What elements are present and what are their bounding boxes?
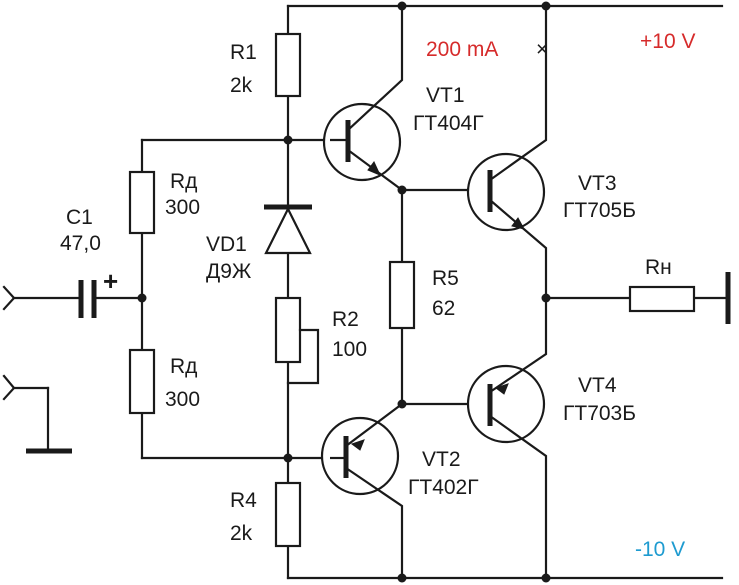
vd1-type: Д9Ж [206,260,252,283]
capacitor-c1 [78,280,144,318]
vt3-type: ГТ705Б [563,199,636,222]
vt4-type: ГТ703Б [563,402,636,425]
r2-value: 100 [332,338,367,361]
vd1-name: VD1 [206,233,247,256]
junction-dots [137,1,551,583]
vt2-name: VT2 [422,448,461,471]
transistor-vt1 [322,6,404,191]
resistor-rd-bottom [128,348,156,415]
positive-supply-label: +10 V [640,30,695,53]
r2-name: R2 [332,308,359,331]
r5-name: R5 [432,267,459,290]
vt3-name: VT3 [578,172,617,195]
current-annotation: 200 mA [426,38,498,61]
resistor-r1 [274,32,302,98]
r1-name: R1 [230,41,257,64]
rd-bottom-name: Rд [170,355,197,378]
resistor-r4 [274,481,302,548]
c1-plus-sign: + [103,266,118,296]
vt1-name: VT1 [426,84,465,107]
c1-name: C1 [66,206,93,229]
transistor-vt3 [466,6,548,298]
c1-value: 47,0 [60,232,101,255]
transistor-vt4 [466,298,548,578]
rd-top-name: Rд [170,170,197,193]
negative-supply-label: -10 V [635,538,685,561]
r5-value: 62 [432,297,455,320]
vt4-name: VT4 [578,374,617,397]
r1-value: 2k [230,74,253,97]
diode-vd1 [264,204,312,255]
resistor-r5 [388,260,416,330]
transistor-vt2 [320,403,404,578]
rd-bottom-value: 300 [165,388,200,411]
resistor-rn-load [628,285,696,313]
rn-name: Rн [645,256,672,279]
r4-name: R4 [230,489,257,512]
current-break-mark: × [536,38,548,61]
input-terminal-ground [2,374,50,452]
resistor-rd-top [128,170,156,235]
vt1-type: ГТ404Г [413,112,484,135]
input-terminal-signal [2,285,82,311]
potentiometer-r2 [274,296,320,385]
bias-divider-wires [140,138,332,460]
vt2-type: ГТ402Г [408,476,479,499]
rd-top-value: 300 [165,196,200,219]
r4-value: 2k [230,522,253,545]
